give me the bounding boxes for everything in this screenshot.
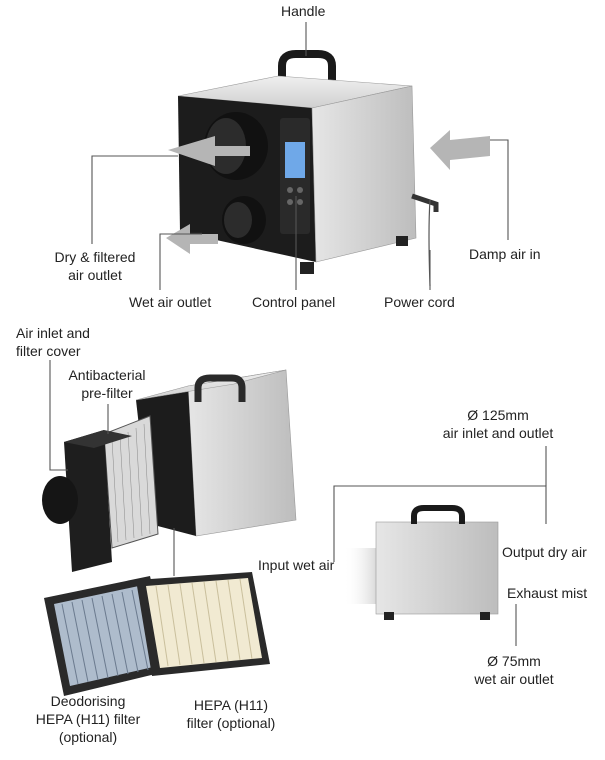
leader-lines-filters <box>49 360 175 576</box>
label-75mm: Ø 75mm wet air outlet <box>456 652 572 688</box>
display-screen <box>285 142 305 178</box>
unit-side-panel <box>311 85 417 263</box>
label-control-panel: Control panel <box>252 294 336 310</box>
label-75mm-line1: Ø 75mm <box>487 653 541 669</box>
damp-air-in-arrow <box>430 130 490 170</box>
handle-shape <box>278 50 336 88</box>
label-handle: Handle <box>281 3 326 19</box>
label-125mm-line1: Ø 125mm <box>467 407 529 423</box>
label-deod-line2: HEPA (H11) filter <box>35 711 141 727</box>
label-125mm: Ø 125mm air inlet and outlet <box>416 406 580 442</box>
label-exhaust-mist: Exhaust mist <box>507 585 588 601</box>
hepa-filter <box>136 572 270 676</box>
label-125mm-line2: air inlet and outlet <box>442 425 554 441</box>
label-hepa-line2: filter (optional) <box>186 715 276 731</box>
label-wet-air-outlet: Wet air outlet <box>129 294 212 310</box>
dehumidifier-front-view <box>177 50 439 287</box>
label-prefilter-line1: Antibacterial <box>68 367 146 383</box>
label-hepa-filter: HEPA (H11) filter (optional) <box>172 696 290 732</box>
leader-lines-top <box>91 22 509 290</box>
label-dry-air-outlet: Dry & filtered air outlet <box>42 248 148 284</box>
label-dry-outlet-line1: Dry & filtered <box>54 249 136 265</box>
exploded-filter-view <box>42 369 297 572</box>
label-input-wet-air: Input wet air <box>258 557 335 573</box>
dry-air-arrow <box>168 136 250 166</box>
label-hepa-line1: HEPA (H11) <box>193 697 269 713</box>
wet-air-arrow <box>166 224 218 254</box>
power-cord <box>411 193 439 212</box>
label-output-dry-air: Output dry air <box>502 544 587 560</box>
label-pre-filter: Antibacterial pre-filter <box>52 366 162 402</box>
deodorising-hepa-filter <box>44 576 172 696</box>
label-75mm-line2: wet air outlet <box>474 671 554 687</box>
label-inlet-cover-line1: Air inlet and <box>16 325 90 341</box>
label-inlet-filter-cover: Air inlet and filter cover <box>16 324 90 360</box>
side-view-unit <box>344 505 499 620</box>
label-dry-outlet-line2: air outlet <box>68 267 122 283</box>
label-inlet-cover-line2: filter cover <box>16 343 81 359</box>
label-power-cord: Power cord <box>384 294 455 310</box>
label-deodorising-filter: Deodorising HEPA (H11) filter (optional) <box>20 692 156 746</box>
label-prefilter-line2: pre-filter <box>81 385 133 401</box>
air-inlet-filter-cover <box>64 430 112 572</box>
leader-lines-side <box>333 446 547 646</box>
label-deod-line3: (optional) <box>58 729 118 745</box>
label-damp-air-in: Damp air in <box>469 246 541 262</box>
label-deod-line1: Deodorising <box>50 693 126 709</box>
